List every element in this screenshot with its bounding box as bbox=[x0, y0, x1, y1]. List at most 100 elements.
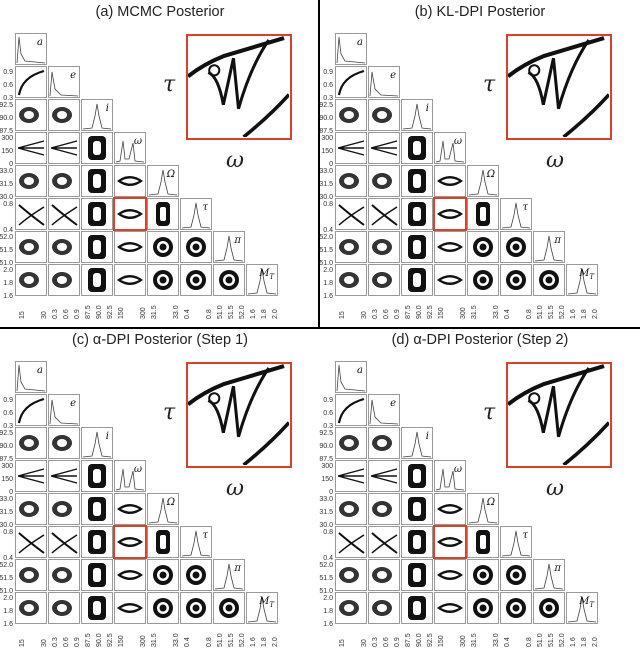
marginal-curve bbox=[369, 71, 399, 97]
y-tick-label: 0.4 bbox=[3, 555, 13, 562]
contour-density bbox=[219, 270, 239, 290]
marginal-curve bbox=[567, 268, 597, 295]
marginal-curve bbox=[534, 563, 564, 590]
pair-cell bbox=[48, 427, 80, 459]
x-tick-label: 52.0 bbox=[559, 633, 566, 647]
x-tick-label: 51.0 bbox=[537, 633, 544, 647]
x-tick-label: 1.6 bbox=[570, 309, 577, 319]
contour-density bbox=[52, 435, 72, 451]
zoom-y-label: τ bbox=[483, 400, 496, 425]
marginal-cell: MT bbox=[566, 264, 598, 296]
marginal-cell: π bbox=[213, 231, 245, 263]
x-tick-label: 150 bbox=[438, 635, 445, 647]
x-tick-label: 0.6 bbox=[63, 309, 70, 319]
density-ridge bbox=[18, 204, 45, 226]
density-core bbox=[121, 572, 139, 578]
marginal-cell: e bbox=[368, 66, 400, 98]
contour-density bbox=[51, 532, 78, 554]
y-tick-label: 0 bbox=[9, 161, 13, 168]
zoom-contour-svg bbox=[508, 36, 610, 138]
pair-cell bbox=[401, 493, 433, 525]
zoom-ridge-upper bbox=[188, 36, 285, 78]
x-tick-label: 30 bbox=[41, 639, 48, 647]
zoom-contour-svg bbox=[508, 364, 610, 466]
pair-cell bbox=[48, 198, 80, 230]
contour-density bbox=[339, 435, 359, 451]
pair-cell bbox=[500, 264, 532, 296]
parameter-label: Ω bbox=[486, 169, 495, 180]
contour-density bbox=[437, 603, 463, 613]
contour-density bbox=[156, 530, 170, 554]
marginal-curve bbox=[49, 71, 79, 97]
contour-density bbox=[506, 598, 526, 618]
pair-cell bbox=[114, 165, 146, 197]
y-tick-label: 0.6 bbox=[3, 82, 13, 89]
zoom-ridge-middle bbox=[527, 39, 591, 110]
parameter-label: Ω bbox=[166, 497, 175, 508]
density-core bbox=[192, 243, 200, 251]
y-tick-label: 150 bbox=[321, 476, 333, 483]
density-core bbox=[479, 276, 487, 284]
pair-cell bbox=[368, 165, 400, 197]
zoom-mode bbox=[208, 392, 221, 405]
pair-cell bbox=[15, 132, 47, 164]
y-tick-label: 31.5 bbox=[0, 509, 13, 516]
x-tick-label: 2.0 bbox=[592, 309, 599, 319]
contour-density bbox=[371, 532, 398, 554]
pair-cell bbox=[401, 559, 433, 591]
pair-cell bbox=[81, 231, 113, 263]
pair-cell bbox=[15, 526, 47, 558]
pair-cell bbox=[114, 493, 146, 525]
marginal-cell: ω bbox=[434, 460, 466, 492]
density-core bbox=[24, 177, 34, 185]
contour-density bbox=[408, 268, 426, 292]
density-ridge bbox=[338, 206, 365, 226]
contour-density bbox=[339, 501, 359, 517]
x-tick-label: 51.5 bbox=[548, 633, 555, 647]
y-tick-label: 51.0 bbox=[319, 588, 333, 595]
density-core bbox=[121, 506, 139, 512]
y-tick-label: 33.0 bbox=[0, 168, 13, 175]
marginal-cell: a bbox=[335, 361, 367, 393]
contour-density bbox=[88, 169, 106, 193]
density-core bbox=[160, 207, 166, 221]
marginal-curve bbox=[214, 235, 244, 262]
x-tick-label: 51.0 bbox=[537, 305, 544, 319]
marginal-cell: Ω bbox=[147, 165, 179, 197]
pair-cell bbox=[368, 592, 400, 624]
pair-cell bbox=[434, 559, 466, 591]
contour-density bbox=[408, 563, 426, 587]
pair-cell bbox=[434, 493, 466, 525]
pair-cell bbox=[15, 460, 47, 492]
zoom-mode bbox=[528, 64, 541, 77]
pair-cell bbox=[434, 264, 466, 296]
pair-cell bbox=[114, 559, 146, 591]
y-tick-label: 30.0 bbox=[319, 522, 333, 529]
density-core bbox=[57, 604, 67, 612]
pair-cell bbox=[533, 592, 565, 624]
pair-cell bbox=[48, 264, 80, 296]
density-core bbox=[57, 276, 67, 284]
pair-cell bbox=[335, 526, 367, 558]
density-core bbox=[121, 539, 139, 545]
x-tick-label: 31.5 bbox=[471, 305, 478, 319]
pair-cell bbox=[401, 132, 433, 164]
zoom-ridge-middle bbox=[207, 367, 271, 438]
x-tick-label: 300 bbox=[140, 307, 147, 319]
x-tick-label: 90.0 bbox=[416, 633, 423, 647]
x-tick-label: 1.6 bbox=[570, 637, 577, 647]
pair-cell bbox=[368, 198, 400, 230]
contour-density bbox=[153, 270, 173, 290]
parameter-label: i bbox=[105, 103, 109, 114]
density-ridge bbox=[51, 532, 78, 554]
parameter-label: e bbox=[390, 398, 396, 409]
pair-cell bbox=[48, 165, 80, 197]
parameter-label: Ω bbox=[486, 497, 495, 508]
contour-density bbox=[117, 537, 143, 547]
density-core bbox=[192, 604, 200, 612]
marginal-curve bbox=[402, 431, 432, 458]
x-tick-label: 0.3 bbox=[52, 637, 59, 647]
pair-cell bbox=[15, 99, 47, 131]
marginal-curve bbox=[148, 169, 178, 196]
